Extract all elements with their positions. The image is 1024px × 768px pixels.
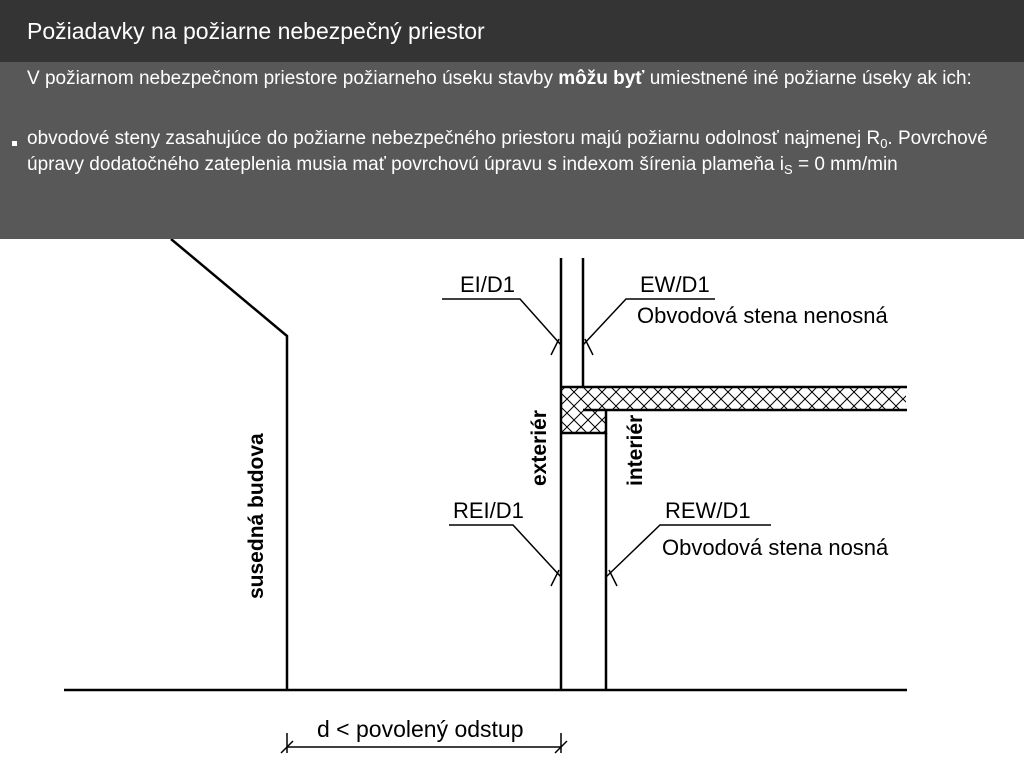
leader-ew-d1 <box>582 298 715 346</box>
bullet-subscript-r: 0 <box>880 136 888 151</box>
label-ew-d1: EW/D1 <box>640 272 710 297</box>
slab-hatch-right <box>606 388 906 410</box>
tick-rei-d1 <box>550 569 560 587</box>
leader-rew-d1 <box>605 524 771 578</box>
content-box <box>0 62 1024 239</box>
leader-ei-d1 <box>442 298 562 346</box>
tick-rew-d1 <box>608 569 618 587</box>
bullet-paragraph: obvodové steny zasahujúce do požiarne ne… <box>27 126 1017 178</box>
label-wall-load: Obvodová stena nosná <box>662 535 889 560</box>
bullet-icon <box>12 141 17 146</box>
label-rew-d1: REW/D1 <box>665 498 751 523</box>
label-exterior: exteriér <box>528 410 551 486</box>
tick-ew-d1 <box>584 338 594 356</box>
label-interior: interiér <box>624 415 647 486</box>
label-wall-nonload: Obvodová stena nenosná <box>637 303 889 328</box>
title-bar: Požiadavky na požiarne nebezpečný priest… <box>0 0 1024 62</box>
leader-rei-d1 <box>449 524 562 578</box>
intro-text-bold: môžu byť <box>558 68 645 89</box>
label-rei-d1: REI/D1 <box>453 498 524 523</box>
label-neighbor-building: susedná budova <box>245 433 268 599</box>
intro-paragraph: V požiarnom nebezpečnom priestore požiar… <box>27 66 1017 92</box>
bullet-text-part1: obvodové steny zasahujúce do požiarne ne… <box>27 128 881 149</box>
dimension-tick-right <box>554 740 568 754</box>
label-distance: d < povolený odstup <box>317 716 524 742</box>
bullet-subscript-i: S <box>784 162 793 177</box>
bullet-text-part2: . Povrchové úpravy dodatočného zatepleni… <box>27 128 988 175</box>
fire-separation-diagram: EI/D1 EW/D1 Obvodová stena nenosná REI/D… <box>64 239 907 754</box>
floor-slab-outline <box>561 385 907 435</box>
intro-text-end: umiestnené iné požiarne úseky ak ich: <box>644 68 972 89</box>
intro-text-start: V požiarnom nebezpečnom priestore požiar… <box>27 68 559 89</box>
slide-title: Požiadavky na požiarne nebezpečný priest… <box>27 18 485 44</box>
tick-ei-d1 <box>550 338 560 356</box>
dimension-tick-left <box>280 740 294 754</box>
bullet-text-part3: = 0 mm/min <box>792 154 898 175</box>
label-ei-d1: EI/D1 <box>460 272 515 297</box>
neighbor-building-outline <box>170 239 289 690</box>
